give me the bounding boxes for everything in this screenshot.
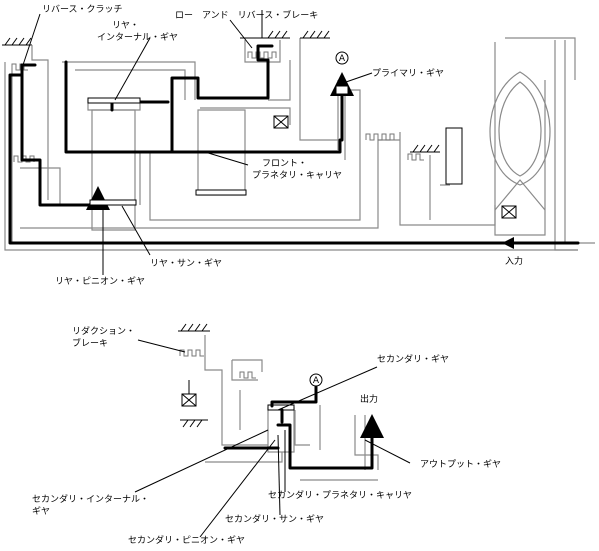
output-label: 出力: [360, 393, 378, 405]
low-reverse-brake-label: ロー アンド リバース・ブレーキ: [175, 9, 318, 21]
rear-sun-gear-label: リヤ・サン・ギヤ: [150, 258, 222, 269]
reduction-brake-hatch: [178, 323, 210, 357]
bottom-housing-hatch: [180, 419, 208, 428]
reverse-clutch-label: リバース・クラッチ: [42, 4, 123, 15]
oil-pump-block: [445, 127, 463, 185]
top-gear-train: A リバース・クラッチ ロー アンド リバース・ブレーキ リヤ・ インターナル・…: [2, 4, 595, 287]
low-reverse-brake-symbol: [240, 30, 290, 63]
rear-pinion-gear-label: リヤ・ピニオン・ギヤ: [55, 276, 145, 287]
marker-a-top: A: [335, 51, 349, 65]
housing-hatch-mid-right: [407, 144, 440, 161]
reduction-brake-label-line1: リダクション・: [72, 325, 135, 337]
front-planetary-carrier-label-line2: プラネタリ・キャリヤ: [252, 170, 342, 181]
bottom-frame: [204, 335, 379, 481]
secondary-planetary-carrier-label: セカンダリ・プラネタリ・キャリヤ: [268, 489, 412, 501]
marker-a-bottom: A: [309, 373, 323, 387]
front-planetary-carrier-label-line1: フロント・: [262, 159, 307, 169]
reduction-brake-label-line2: ブレーキ: [72, 337, 108, 349]
reduction-one-way-clutch: [181, 380, 197, 407]
input-label: 入力: [505, 255, 523, 267]
bottom-power-flow-path: [223, 385, 384, 470]
secondary-gear-label: セカンダリ・ギヤ: [377, 353, 449, 365]
primary-gear-block: [335, 85, 349, 95]
top-leader-lines: [21, 10, 373, 275]
primary-gear-label: プライマリ・ギヤ: [372, 68, 444, 79]
rear-internal-gear-label-line2: インターナル・ギヤ: [97, 32, 178, 43]
secondary-internal-gear-label-line2: ギヤ: [32, 506, 50, 517]
secondary-internal-gear-label-line1: セカンダリ・インターナル・: [32, 493, 149, 505]
rear-planetary-carrier-block: [89, 199, 137, 206]
marker-a-top-text: A: [339, 54, 346, 64]
top-power-flow-path: [8, 44, 580, 245]
bottom-gear-train: A リダクション・ ブレーキ セカンダリ・ギヤ 出力 アウトプット・ギヤ セカン…: [32, 323, 501, 546]
secondary-pinion-gear-label: セカンダリ・ピニオン・ギヤ: [128, 534, 245, 546]
torque-converter: [489, 71, 551, 219]
rear-internal-gear-label-line1: リヤ・: [112, 21, 139, 31]
housing-hatch-top-right: [300, 30, 330, 39]
output-gear-label: アウトプット・ギヤ: [420, 459, 501, 470]
front-clutch-symbol: [365, 133, 395, 141]
rear-internal-gear-block: [87, 97, 141, 104]
reverse-clutch-symbol: [11, 63, 35, 163]
one-way-clutch-symbol: [273, 115, 289, 129]
housing-hatch-top-left: [2, 37, 32, 46]
bottom-leader-lines: [134, 339, 411, 538]
secondary-sun-gear-label: セカンダリ・サン・ギヤ: [225, 513, 324, 525]
front-planetary-carrier-block: [195, 189, 247, 196]
marker-a-bottom-text: A: [313, 376, 320, 386]
